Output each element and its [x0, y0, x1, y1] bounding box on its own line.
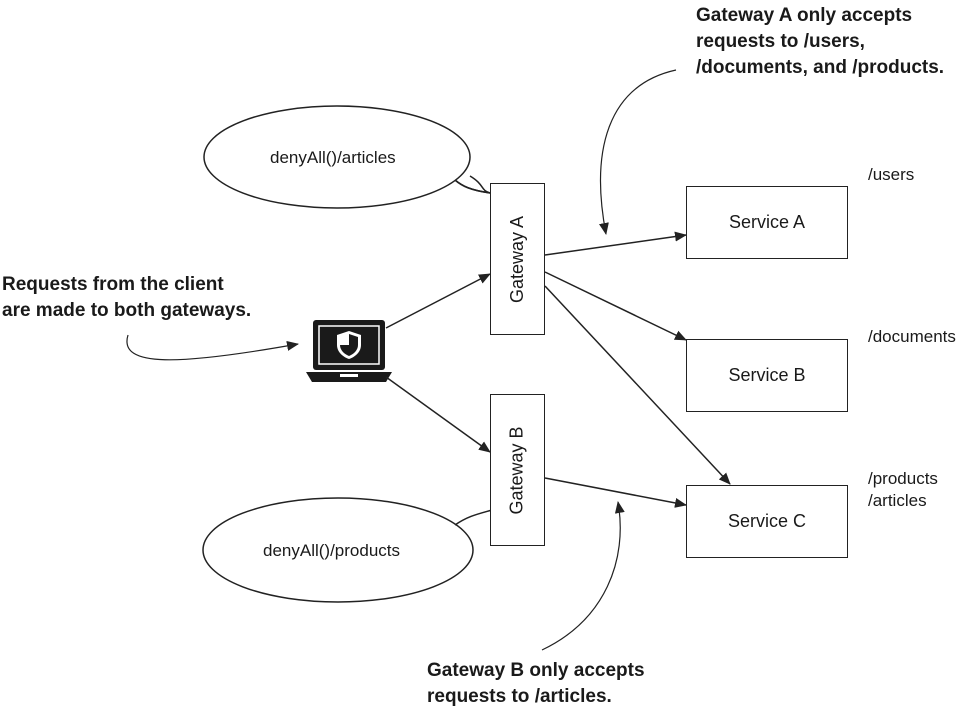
- bubble-gateway-a: [203, 105, 491, 209]
- annotation-gateway-a-line-1: Gateway A only accepts: [696, 5, 913, 26]
- route-documents: /documents: [868, 327, 956, 346]
- annotation-gateway-a-line-2: requests to /users,: [696, 31, 865, 52]
- gateway-b-box: Gateway B: [490, 394, 545, 546]
- edge-gateway-b-service-c: [544, 477, 687, 508]
- edge-gateway-a-service-b: [544, 271, 687, 341]
- bubble-gateway-b: [202, 497, 493, 603]
- bubble-gateway-b-text: denyAll()/products: [263, 541, 401, 560]
- edge-gateway-a-service-c: [544, 285, 731, 485]
- service-c-box: Service C: [686, 485, 848, 558]
- edge-client-gateway-a: [385, 273, 491, 329]
- gateway-a-label: Gateway A: [507, 215, 528, 303]
- service-a-box: Service A: [686, 186, 848, 259]
- annotation-gateway-a-line-3: /documents, and /products.: [696, 57, 945, 78]
- edge-gateway-a-service-a: [544, 231, 687, 256]
- annotation-gateway-b-line-2: requests to /articles.: [427, 686, 612, 707]
- route-articles: /articles: [868, 491, 927, 510]
- leader-gateway-b-annotation: [541, 501, 625, 651]
- annotation-gateway-a: Gateway A only accepts requests to /user…: [696, 3, 944, 81]
- service-c-label: Service C: [727, 511, 807, 531]
- route-users: /users: [868, 165, 915, 184]
- laptop-shield-icon: [306, 320, 392, 382]
- leader-gateway-a-annotation: [599, 69, 677, 235]
- edge-client-gateway-b: [385, 376, 491, 453]
- annotation-client: Requests from the client are made to bot…: [2, 272, 251, 324]
- leader-client-annotation: [126, 334, 299, 361]
- bubble-gateway-a-text: denyAll()/articles: [270, 148, 396, 167]
- service-a-label: Service A: [728, 212, 806, 232]
- gateway-b-label: Gateway B: [507, 425, 528, 515]
- gateway-a-box: Gateway A: [490, 183, 545, 335]
- route-products: /products: [868, 469, 938, 488]
- annotation-client-line-1: Requests from the client: [2, 274, 224, 295]
- annotation-client-line-2: are made to both gateways.: [2, 300, 252, 321]
- annotation-gateway-b: Gateway B only accepts requests to /arti…: [427, 658, 645, 710]
- annotation-gateway-b-line-1: Gateway B only accepts: [427, 660, 645, 681]
- service-b-label: Service B: [728, 365, 806, 385]
- service-b-box: Service B: [686, 339, 848, 412]
